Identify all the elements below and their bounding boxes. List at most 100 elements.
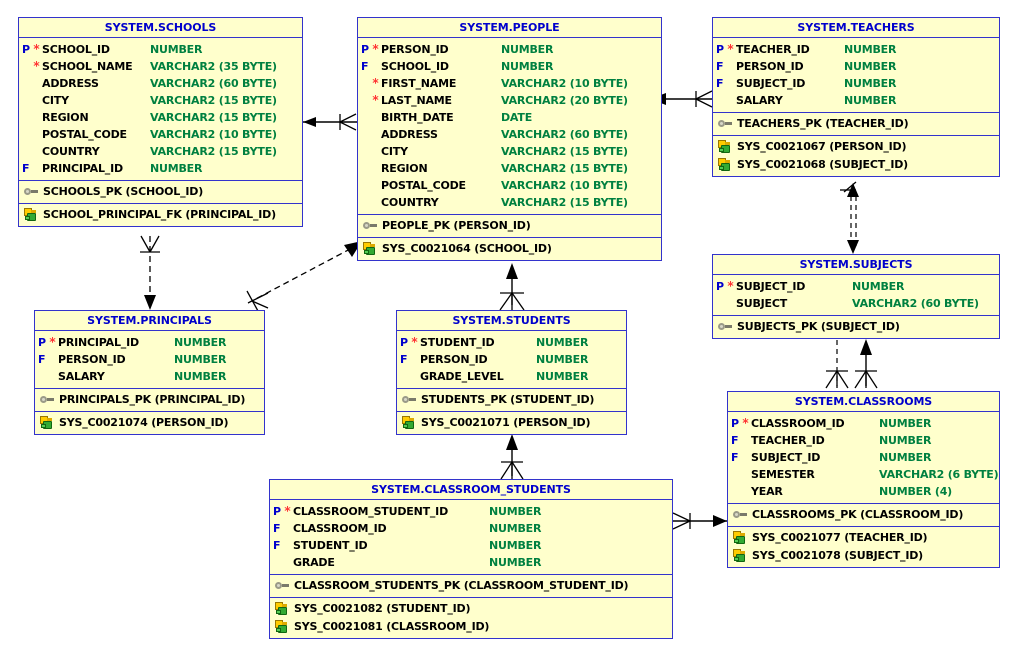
relationship-teachers-subjects[interactable] — [840, 181, 859, 254]
column-datatype: VARCHAR2 (15 BYTE) — [501, 196, 628, 209]
fk-constraint-row[interactable]: SYS_C0021082 (STUDENT_ID) — [270, 600, 672, 618]
pk-constraint-row[interactable]: SCHOOLS_PK (SCHOOL_ID) — [19, 183, 302, 201]
entity-title: SYSTEM.STUDENTS — [397, 311, 626, 331]
column-datatype: NUMBER — [844, 77, 897, 90]
key-flag: P — [716, 43, 725, 56]
pk-constraint-row[interactable]: PEOPLE_PK (PERSON_ID) — [358, 217, 661, 235]
relationship-classrooms-subjects[interactable] — [854, 339, 878, 389]
relationship-schools-principals[interactable] — [140, 235, 160, 310]
pk-constraint-row[interactable]: TEACHERS_PK (TEACHER_ID) — [713, 115, 999, 133]
relationship-students-people[interactable] — [499, 263, 525, 311]
pk-constraint-row[interactable]: STUDENTS_PK (STUDENT_ID) — [397, 391, 626, 409]
pk-key-icon — [717, 117, 733, 131]
fk-constraint-row[interactable]: SYS_C0021071 (PERSON_ID) — [397, 414, 626, 432]
column-name: COUNTRY — [381, 196, 439, 209]
column-name: SUBJECT_ID — [751, 451, 821, 464]
column-datatype: NUMBER — [844, 60, 897, 73]
column-datatype: NUMBER — [174, 353, 227, 366]
fk-constraint-row[interactable]: SYS_C0021077 (TEACHER_ID) — [728, 529, 999, 547]
fk-constraint-row[interactable]: SYS_C0021064 (SCHOOL_ID) — [358, 240, 661, 258]
required-marker-icon: * — [33, 42, 40, 56]
pk-constraint-row[interactable]: CLASSROOM_STUDENTS_PK (CLASSROOM_STUDENT… — [270, 577, 672, 595]
relationship-classroomstudents-students[interactable] — [500, 434, 524, 480]
pk-constraint-row[interactable]: CLASSROOMS_PK (CLASSROOM_ID) — [728, 506, 999, 524]
column-row[interactable]: COUNTRY VARCHAR2 (15 BYTE) — [358, 194, 661, 211]
fk-key-icon — [23, 208, 39, 222]
fk-constraint-label: SYS_C0021082 (STUDENT_ID) — [294, 602, 471, 615]
pk-constraint-row[interactable]: PRINCIPALS_PK (PRINCIPAL_ID) — [35, 391, 264, 409]
fk-constraint-list: SYS_C0021064 (SCHOOL_ID) — [358, 238, 661, 260]
relationship-classroomstudents-classrooms[interactable] — [672, 512, 727, 530]
pk-constraint-list: CLASSROOMS_PK (CLASSROOM_ID) — [728, 504, 999, 527]
fk-constraint-row[interactable]: SYS_C0021074 (PERSON_ID) — [35, 414, 264, 432]
column-name: TEACHER_ID — [736, 43, 810, 56]
relationship-schools-people[interactable] — [303, 113, 357, 131]
column-datatype: NUMBER (4) — [879, 485, 952, 498]
column-name: SCHOOL_ID — [381, 60, 449, 73]
column-name: CITY — [42, 94, 69, 107]
column-datatype: DATE — [501, 111, 533, 124]
column-name: ADDRESS — [381, 128, 438, 141]
column-datatype: NUMBER — [174, 336, 227, 349]
column-datatype: VARCHAR2 (6 BYTE) — [879, 468, 999, 481]
fk-constraint-row[interactable]: SYS_C0021067 (PERSON_ID) — [713, 138, 999, 156]
fk-constraint-row[interactable]: SYS_C0021081 (CLASSROOM_ID) — [270, 618, 672, 636]
fk-constraint-row[interactable]: SCHOOL_PRINCIPAL_FK (PRINCIPAL_ID) — [19, 206, 302, 224]
fk-constraint-row[interactable]: SYS_C0021068 (SUBJECT_ID) — [713, 156, 999, 174]
relationship-classrooms-teachers[interactable] — [825, 340, 849, 389]
fk-constraint-row[interactable]: SYS_C0021078 (SUBJECT_ID) — [728, 547, 999, 565]
entity-title: SYSTEM.SCHOOLS — [19, 18, 302, 38]
pk-constraint-label: STUDENTS_PK (STUDENT_ID) — [421, 393, 595, 406]
key-flag: F — [731, 434, 739, 447]
relationship-principals-people[interactable] — [246, 241, 362, 312]
pk-constraint-row[interactable]: SUBJECTS_PK (SUBJECT_ID) — [713, 318, 999, 336]
